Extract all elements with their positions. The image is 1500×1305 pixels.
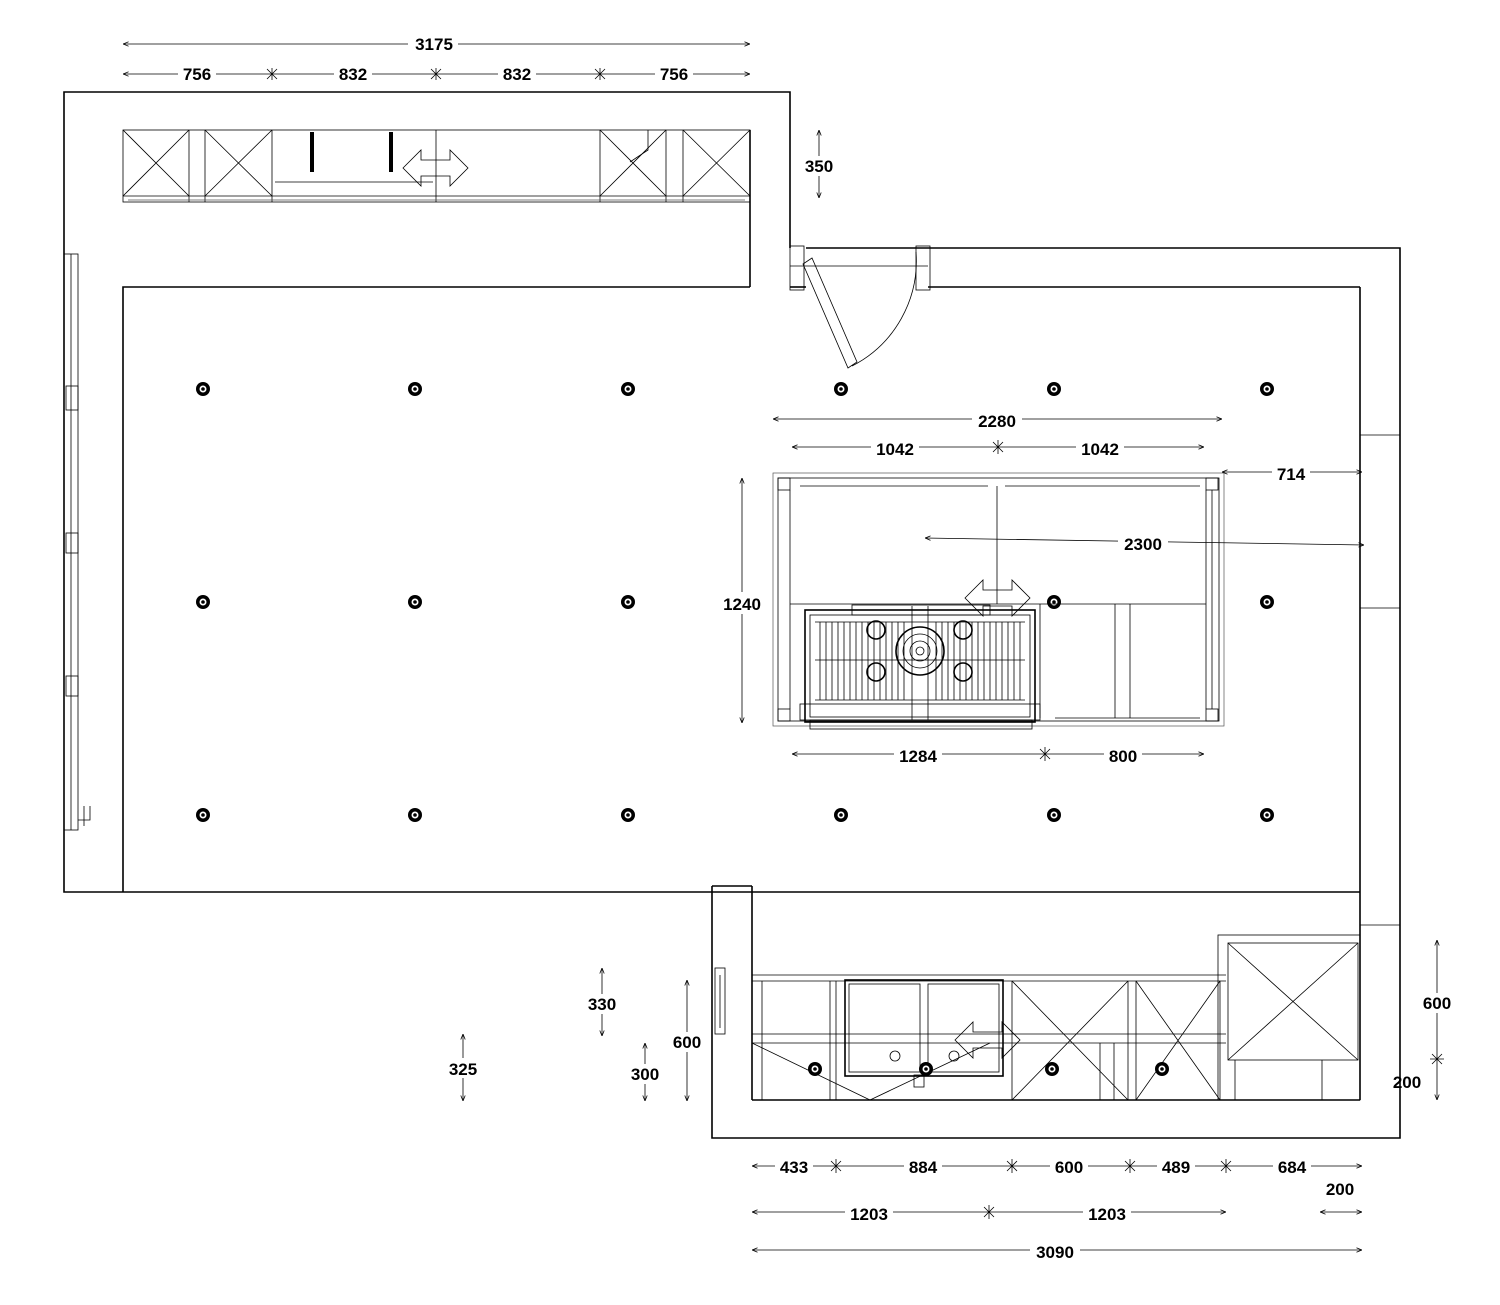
- dim-bottom-seg-4: 489: [1162, 1158, 1190, 1177]
- dimension-labels: 3175 756 832 832 756 350 2280 1042 1042 …: [178, 34, 1456, 1262]
- dim-island-bottom-2: 800: [1109, 747, 1137, 766]
- dim-island-half-2: 1042: [1081, 440, 1119, 459]
- ceiling-light-icon: [1155, 1062, 1169, 1076]
- ceiling-light-icon: [1260, 382, 1274, 396]
- dim-island-center-to-wall: 2300: [1124, 535, 1162, 554]
- dim-left-300: 300: [631, 1065, 659, 1084]
- ceiling-light-icon: [408, 808, 422, 822]
- dim-island-depth: 1240: [723, 595, 761, 614]
- dim-bottom-seg-1: 433: [780, 1158, 808, 1177]
- dim-left-330: 330: [588, 995, 616, 1014]
- dim-top-seg-1: 756: [183, 65, 211, 84]
- ceiling-light-icon: [196, 595, 210, 609]
- dim-bottom-half-2: 1203: [1088, 1205, 1126, 1224]
- ceiling-light-icon: [1045, 1062, 1059, 1076]
- dimension-lines: [123, 44, 1444, 1250]
- dim-right-wall: 200: [1393, 1073, 1421, 1092]
- ceiling-light-icon: [808, 1062, 822, 1076]
- kitchen-island: [772, 472, 1225, 730]
- sink: [844, 979, 1004, 1088]
- dim-bottom-right-small: 200: [1326, 1180, 1354, 1199]
- ceiling-light-icon: [408, 382, 422, 396]
- ceiling-light-icon: [621, 382, 635, 396]
- dim-bottom-half-1: 1203: [850, 1205, 888, 1224]
- dim-top-seg-2: 832: [339, 65, 367, 84]
- walls: [63, 91, 1401, 1139]
- dim-upper-depth: 350: [805, 157, 833, 176]
- dim-island-to-wall: 714: [1277, 465, 1306, 484]
- ceiling-light-icon: [621, 595, 635, 609]
- dim-bottom-seg-5: 684: [1278, 1158, 1307, 1177]
- dim-island-bottom-1: 1284: [899, 747, 937, 766]
- ceiling-light-icon: [919, 1062, 933, 1076]
- ceiling-light-icon: [196, 808, 210, 822]
- ceiling-light-icon: [408, 595, 422, 609]
- dim-top-seg-4: 756: [660, 65, 688, 84]
- ceiling-light-icon: [621, 808, 635, 822]
- entry-door[interactable]: [789, 245, 931, 369]
- ceiling-light-icon: [1047, 808, 1061, 822]
- ceiling-light-icon: [1047, 382, 1061, 396]
- dim-island-total: 2280: [978, 412, 1016, 431]
- dim-top-total: 3175: [415, 35, 453, 54]
- tall-cabinets-top: [122, 129, 751, 203]
- dim-counter-depth-right: 600: [1423, 994, 1451, 1013]
- ceiling-light-icon: [1047, 595, 1061, 609]
- dim-bottom-seg-2: 884: [909, 1158, 938, 1177]
- range-cooker: [799, 604, 1041, 730]
- dim-island-half-1: 1042: [876, 440, 914, 459]
- base-cabinets-bottom: [714, 934, 1361, 1101]
- dim-bottom-seg-3: 600: [1055, 1158, 1083, 1177]
- dim-left-325: 325: [449, 1060, 477, 1079]
- ceiling-light-icon: [834, 808, 848, 822]
- ceiling-light-icon: [196, 382, 210, 396]
- ceiling-light-icon: [834, 382, 848, 396]
- dim-top-seg-3: 832: [503, 65, 531, 84]
- window-left: [63, 253, 91, 831]
- dim-counter-depth-left: 600: [673, 1033, 701, 1052]
- ceiling-light-icon: [1260, 808, 1274, 822]
- dim-bottom-total: 3090: [1036, 1243, 1074, 1262]
- ceiling-light-icon: [1260, 595, 1274, 609]
